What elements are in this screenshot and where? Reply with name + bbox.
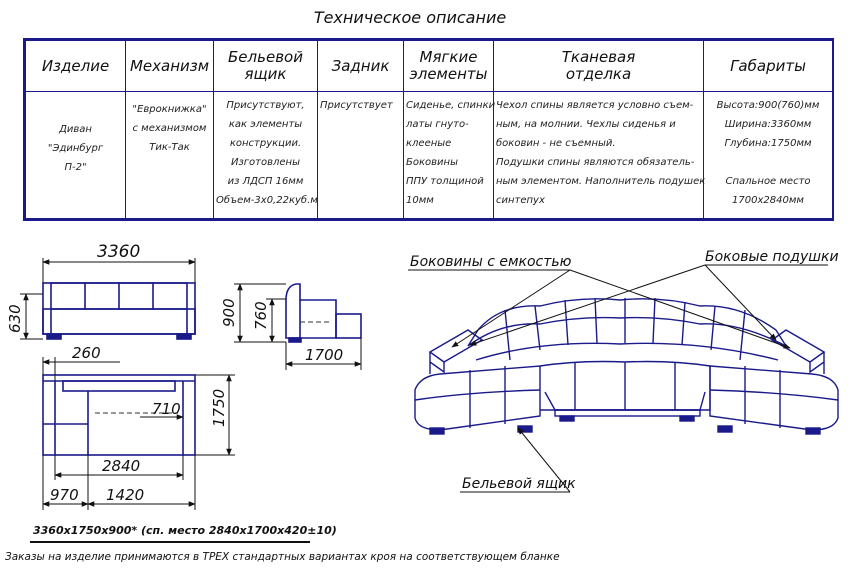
callout-sides-storage: Боковины с емкостью	[410, 254, 572, 270]
callout-lines	[408, 264, 828, 493]
header-mechanism: Механизм	[125, 40, 214, 92]
cell-line: как элементы	[228, 119, 303, 130]
cell-line: 10мм	[406, 195, 434, 206]
callout-side-cushions: Боковые подушки	[705, 249, 839, 265]
page-title: Техническое описание	[313, 8, 507, 27]
cell-line: Боковины	[406, 157, 458, 168]
cell-line: с механизмом	[132, 123, 207, 134]
cell-back: Присутствует	[317, 91, 404, 219]
header-line: отделка	[565, 65, 632, 83]
order-note: Заказы на изделие принимаются в ТРЕХ ста…	[5, 551, 560, 563]
top-dimension-lines	[42, 357, 235, 510]
top-left-label: 970	[50, 486, 79, 504]
sofa-perspective-drawing	[414, 297, 839, 435]
front-view-drawing	[42, 282, 196, 340]
header-line: Тканевая	[561, 48, 636, 66]
dimensions-summary: 3360х1750х900* (сп. место 2840х1700х420±…	[33, 524, 337, 537]
summary-underline	[30, 541, 310, 543]
cell-line: Глубина:1750мм	[724, 138, 812, 149]
cell-line: Ширина:3360мм	[724, 119, 812, 130]
header-line: Задник	[331, 56, 390, 75]
cell-line: латы гнуто-	[406, 119, 469, 130]
cell-line: Присутствуют,	[226, 100, 305, 111]
header-line: Габариты	[730, 56, 806, 75]
side-height-total-label: 900	[220, 298, 238, 327]
top-mid-label: 1420	[106, 486, 144, 504]
cell-line: Диван	[59, 124, 92, 135]
cell-line: Подушки спины являются обязатель-	[496, 157, 695, 168]
cell-line: Объем-3х0,22куб.м	[216, 195, 318, 206]
callout-linen-box: Бельевой ящик	[462, 476, 576, 492]
side-view-drawing	[285, 283, 362, 343]
top-inner-label: 710	[152, 400, 181, 418]
cell-line: ным, на молнии. Чехлы сиденья и	[496, 119, 676, 130]
cell-line: боковин - не съемный.	[496, 138, 616, 149]
cell-line: Тик-Так	[149, 142, 190, 153]
side-depth-label: 1700	[305, 346, 343, 364]
header-line: элементы	[409, 65, 488, 83]
cell-line: ным элементом. Наполнитель подушек	[496, 176, 706, 187]
cell-line: Изготовлены	[231, 157, 300, 168]
header-product: Изделие	[25, 40, 126, 92]
cell-line: "Эдинбург	[47, 143, 104, 154]
cell-line: ППУ толщиной	[406, 176, 484, 187]
top-arm-label: 260	[72, 344, 101, 362]
cell-line: П-2"	[64, 162, 87, 173]
front-width-label: 3360	[97, 242, 140, 262]
top-bed-label: 2840	[102, 457, 140, 475]
cell-line: Высота:900(760)мм	[716, 100, 820, 111]
cell-line: "Еврокнижка"	[132, 104, 207, 115]
cell-line: клееные	[406, 138, 452, 149]
side-dimension-lines	[234, 283, 362, 370]
header-line: Мягкие	[419, 48, 478, 66]
top-view-drawing	[42, 374, 196, 456]
cell-fabric: Чехол спины является условно съем-ным, н…	[493, 91, 706, 219]
cell-line: из ЛДСП 16мм	[227, 176, 304, 187]
front-height-label: 630	[6, 304, 24, 333]
header-line: Механизм	[129, 56, 210, 75]
cell-line: Чехол спины является условно съем-	[496, 100, 694, 111]
cell-line: конструкции.	[229, 138, 302, 149]
header-line: Бельевой	[228, 48, 303, 66]
top-depth-label: 1750	[210, 389, 228, 427]
header-back: Задник	[317, 40, 404, 92]
side-height-seat-label: 760	[252, 301, 270, 330]
front-dimension-lines	[20, 258, 196, 340]
cell-line: 1700х2840мм	[732, 195, 804, 206]
cell-line: Присутствует	[320, 100, 393, 111]
cell-line: Спальное место	[725, 176, 811, 187]
header-line: Изделие	[41, 56, 110, 75]
header-line: ящик	[244, 65, 287, 83]
cell-line: синтепух	[496, 195, 545, 206]
cell-line: Сиденье, спинки	[406, 100, 496, 111]
cell-linen-box: Присутствуют, как элементы конструкции. Изг…	[213, 91, 318, 219]
